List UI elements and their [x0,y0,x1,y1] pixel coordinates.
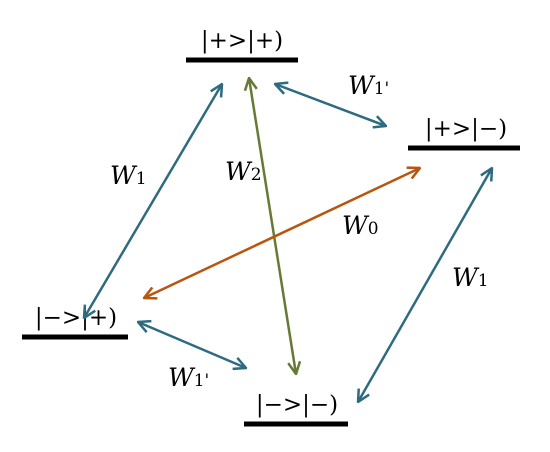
level-label-pm: |+>|−) [425,116,507,142]
arrow-w1p-bottom [138,322,246,368]
label-w0: W0 [342,211,379,240]
label-w2: W2 [225,157,262,186]
level-label-mm: |−>|−) [256,392,338,418]
level-label-mp: |−>|+) [35,305,117,331]
label-w1p-top: W1' [348,71,389,100]
label-w1-right: W1 [452,263,489,292]
arrow-w1-right [358,168,492,402]
label-w1p-bottom: W1' [168,363,209,392]
arrow-w0 [144,168,420,298]
level-label-pp: |+>|+) [201,28,283,54]
arrow-w2 [249,78,296,374]
label-w1-left: W1 [110,161,147,190]
arrow-w1-left [84,84,222,318]
